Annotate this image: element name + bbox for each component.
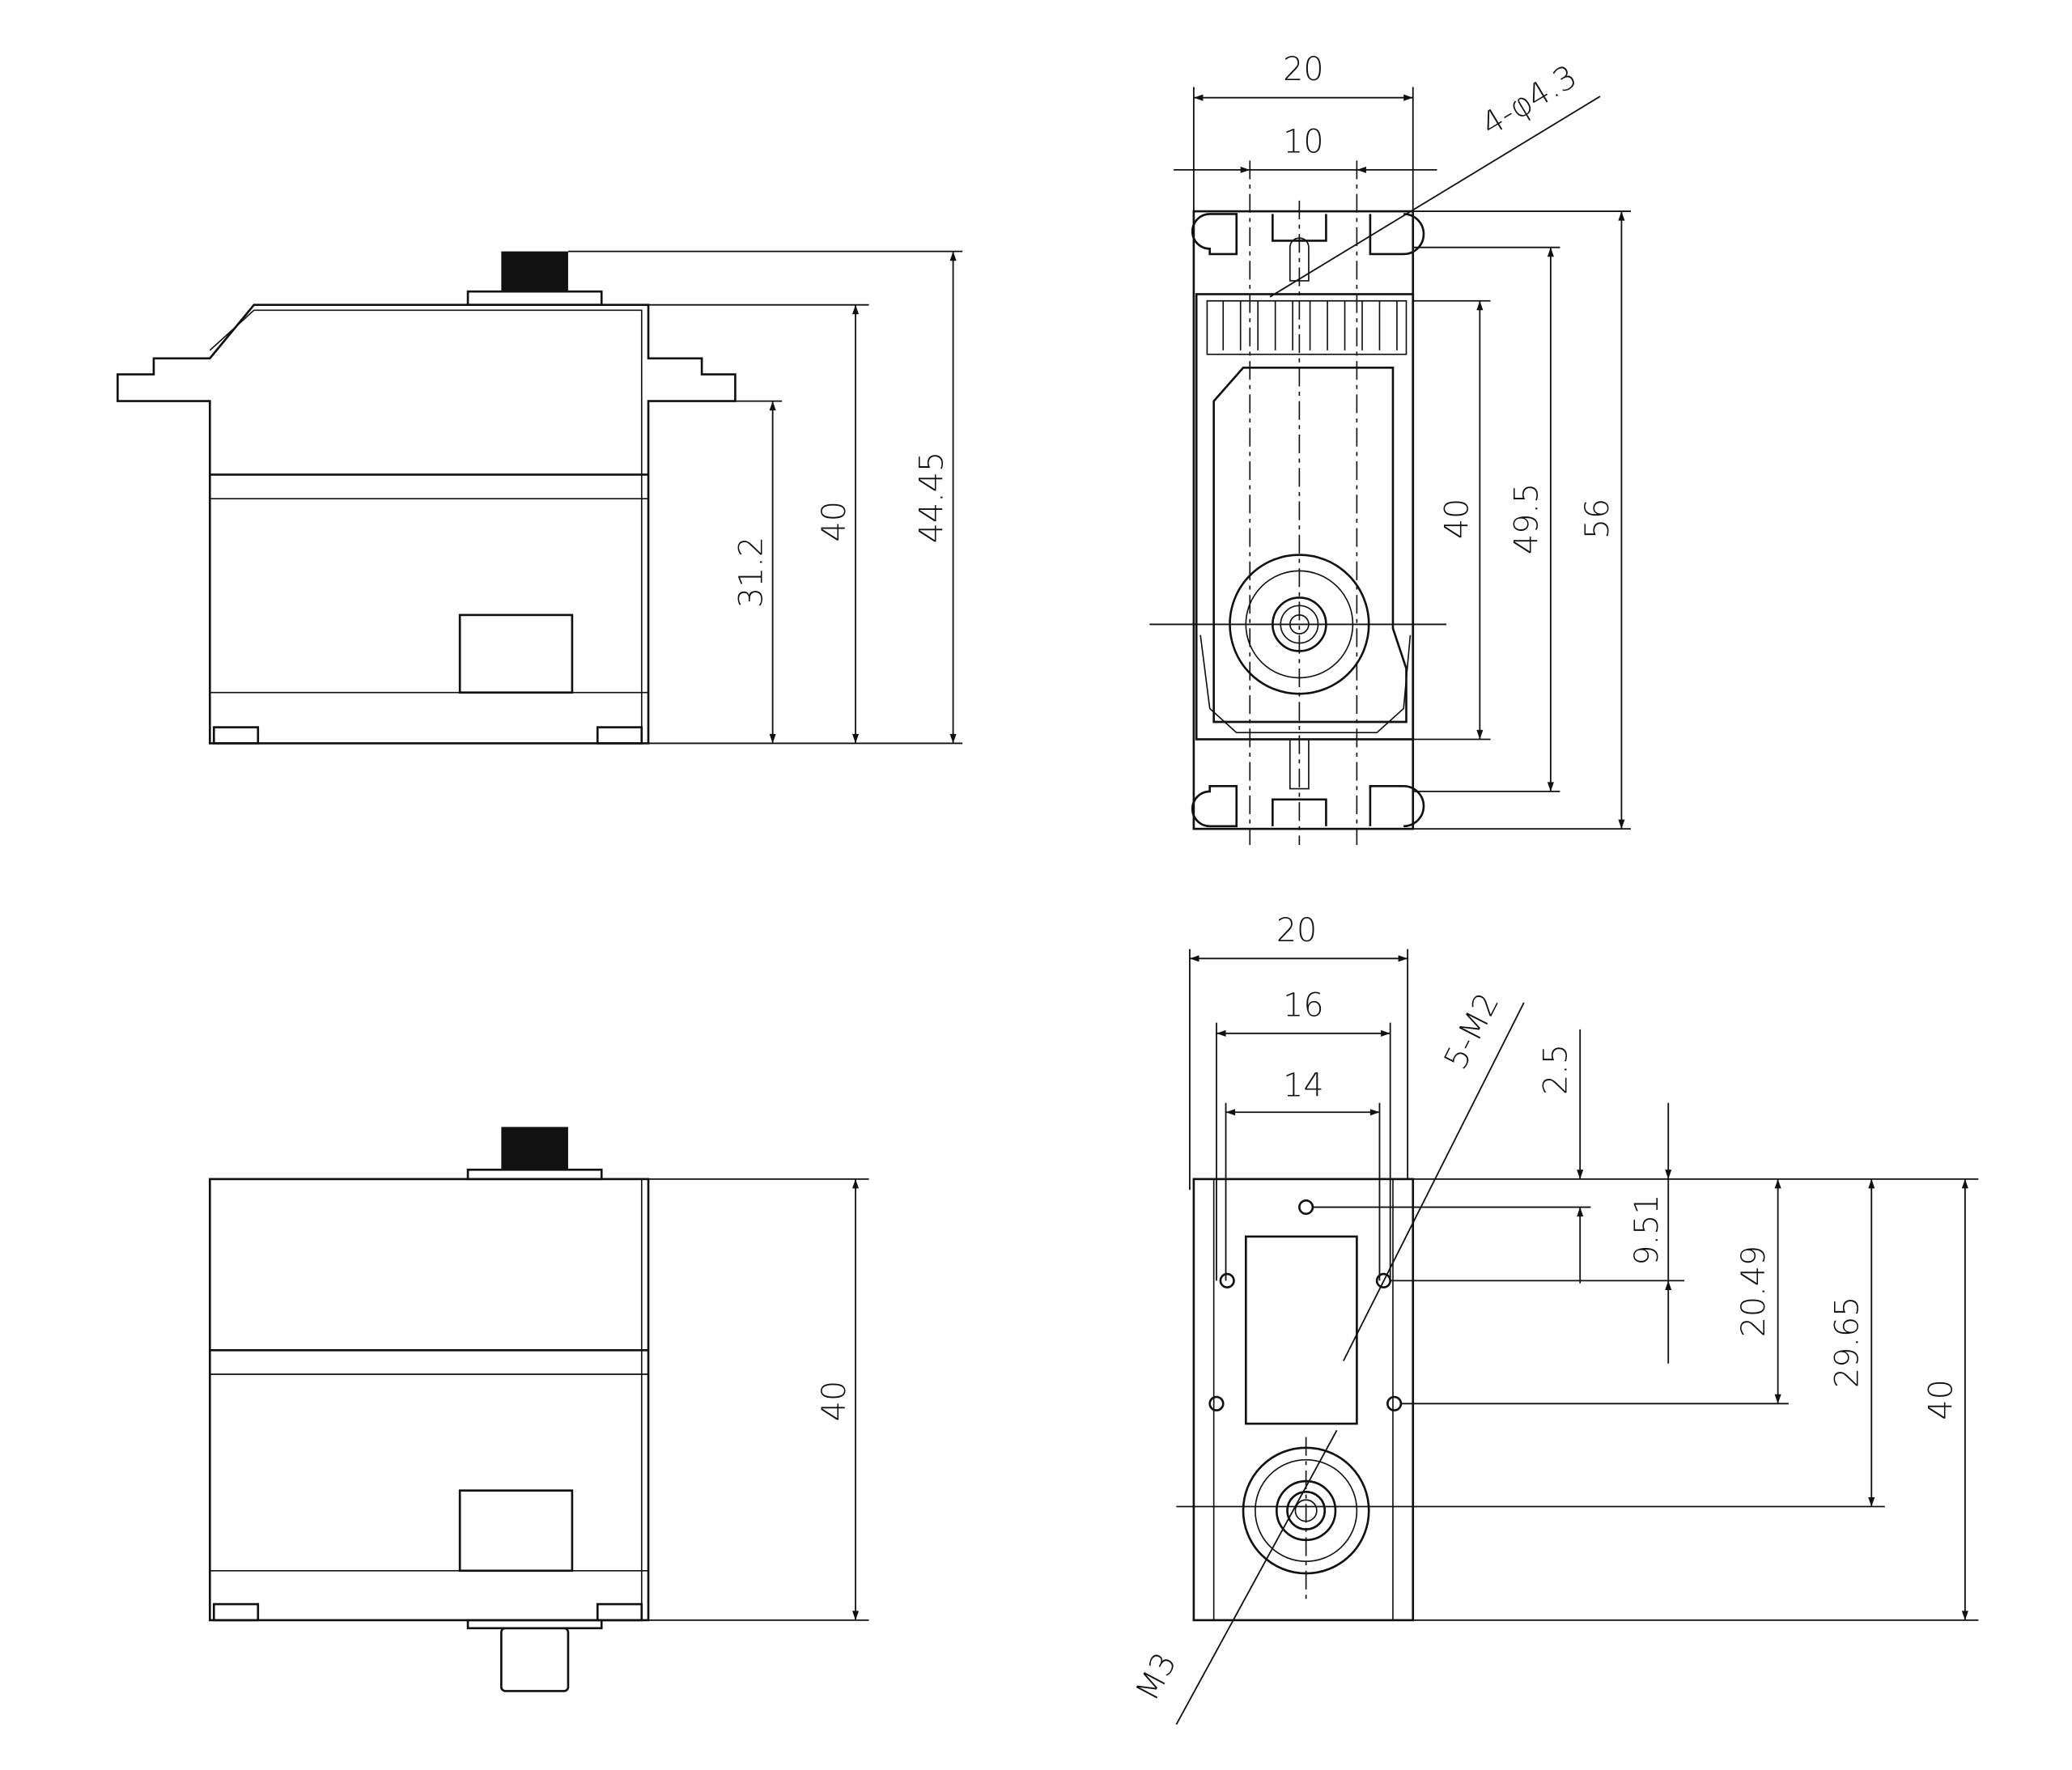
output-spline	[501, 251, 568, 292]
dim-40: 40	[1438, 499, 1475, 539]
dim-9-51: 9.51	[1628, 1194, 1666, 1265]
thread-callout-m2: 5-M2	[1437, 987, 1506, 1076]
dim-16: 16	[1283, 987, 1323, 1024]
front-view: 40	[208, 1127, 869, 1692]
dim-44-45: 44.45	[913, 452, 950, 543]
dim-40: 40	[816, 501, 853, 541]
bottom-view: 20 16 14 5-M2 2.5 9.51 20.49 29.65 40 M3	[1128, 912, 1979, 1725]
thread-callout-m3: M3	[1128, 1647, 1184, 1707]
dim-29-65: 29.65	[1829, 1297, 1866, 1388]
hole-callout: 4-φ4.3	[1475, 58, 1583, 144]
dim-49-5: 49.5	[1508, 483, 1545, 554]
dim-20: 20	[1276, 912, 1317, 949]
dim-20-49: 20.49	[1735, 1246, 1773, 1337]
top-view: 20 10 4-φ4.3 40 49.5 56	[1149, 51, 1631, 845]
dim-56: 56	[1579, 499, 1616, 539]
dim-31-2: 31.2	[732, 537, 770, 608]
dim-10: 10	[1283, 123, 1323, 160]
dim-40: 40	[1922, 1379, 1959, 1420]
dim-2-5: 2.5	[1538, 1044, 1575, 1095]
dim-14: 14	[1283, 1067, 1323, 1104]
side-view: 31.2 40 44.45	[117, 250, 963, 745]
dim-20: 20	[1283, 51, 1323, 88]
dim-40: 40	[816, 1381, 853, 1421]
connector-block	[458, 613, 574, 694]
